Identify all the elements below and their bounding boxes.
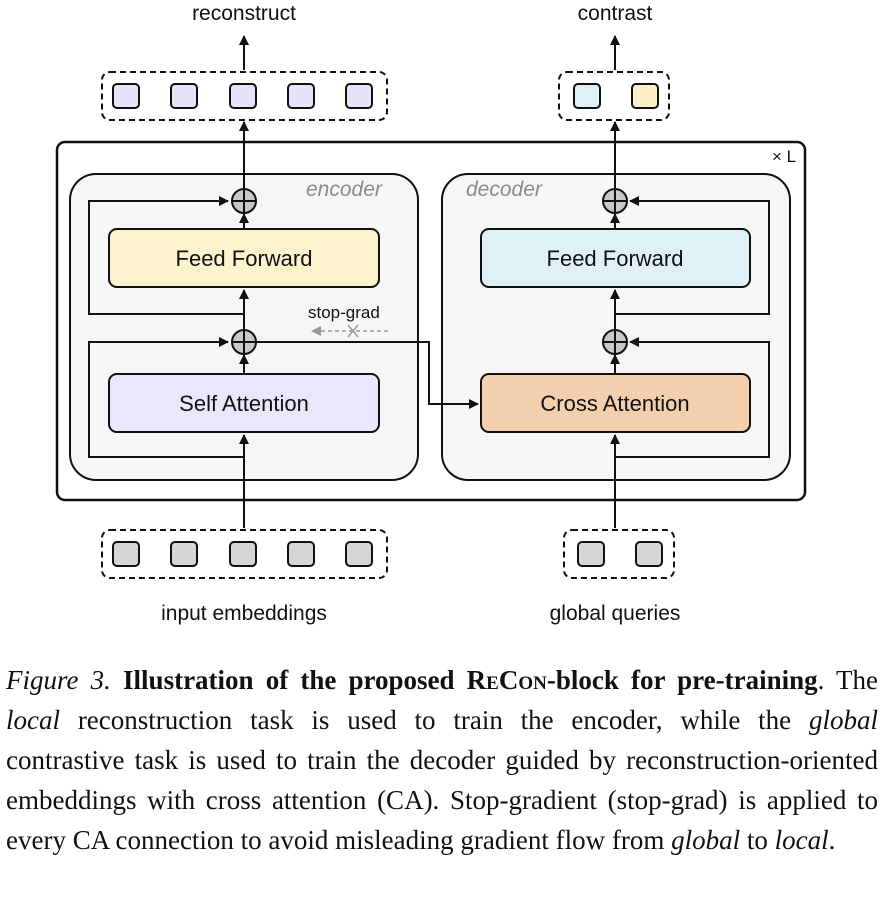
query-token xyxy=(577,541,605,567)
recon-token xyxy=(229,83,257,109)
caption-local-2: local xyxy=(774,825,829,855)
input-token xyxy=(170,541,198,567)
cross-attention-connection xyxy=(256,341,479,409)
decoder-feed-forward xyxy=(480,228,751,288)
input-token xyxy=(287,541,315,567)
decoder-feed-forward-label: Feed Forward xyxy=(547,246,684,271)
self-attention-block xyxy=(108,373,380,433)
query-token xyxy=(635,541,663,567)
caption-title: Illustration of the proposed ReCon-block… xyxy=(123,665,818,695)
input-embeddings-label: input embeddings xyxy=(161,602,327,625)
caption-text-2: reconstruction task is used to train the… xyxy=(60,705,809,735)
caption-text-1: . The xyxy=(817,665,879,695)
encoder-residual-1 xyxy=(88,337,244,458)
decoder-add-node-2 xyxy=(602,329,628,355)
repeat-count-label: × L xyxy=(772,147,796,166)
recon-token xyxy=(170,83,198,109)
caption-global: global xyxy=(808,705,878,735)
reconstruct-label: reconstruct xyxy=(192,2,296,25)
reconstruct-tokens-group xyxy=(101,71,388,121)
self-attention-label: Self Attention xyxy=(179,391,309,416)
caption-local: local xyxy=(6,705,60,735)
global-queries-group xyxy=(563,529,675,579)
input-embeddings-group xyxy=(101,529,388,579)
cross-attention-block xyxy=(480,373,751,433)
decoder-residual-2 xyxy=(615,196,770,315)
encoder-title: encoder xyxy=(306,178,383,201)
recon-token xyxy=(287,83,315,109)
encoder-add-node-1 xyxy=(231,188,257,214)
stop-grad-label: stop-grad xyxy=(308,303,380,322)
cross-attention-label: Cross Attention xyxy=(540,391,689,416)
caption-text-3: contrastive task is used to train the de… xyxy=(6,745,878,855)
caption-text-5: . xyxy=(828,825,836,855)
contrast-token xyxy=(573,83,601,109)
decoder-add-node-1 xyxy=(602,188,628,214)
caption-text-4: to xyxy=(740,825,775,855)
caption-title-con: Con xyxy=(498,665,547,695)
input-token xyxy=(112,541,140,567)
recon-token xyxy=(345,83,373,109)
reconstruct-tokens xyxy=(112,83,373,109)
encoder-feed-forward-label: Feed Forward xyxy=(176,246,313,271)
figure-label: Figure 3. xyxy=(6,665,111,695)
encoder-residual-2 xyxy=(88,196,244,315)
encoder-add-node-2 xyxy=(231,329,257,355)
decoder-title: decoder xyxy=(466,178,543,201)
recon-token xyxy=(112,83,140,109)
figure-caption: Figure 3. Illustration of the proposed R… xyxy=(6,660,878,860)
input-token xyxy=(345,541,373,567)
contrast-label: contrast xyxy=(578,2,653,25)
caption-title-re: Re xyxy=(466,665,499,695)
caption-title-part-1: Illustration of the proposed xyxy=(123,665,467,695)
decoder-residual-1 xyxy=(615,337,770,458)
contrast-token xyxy=(631,83,659,109)
caption-global-2: global xyxy=(671,825,741,855)
stop-grad-cross xyxy=(347,324,359,338)
recon-block-diagram: reconstruct contrast × L encoder decoder… xyxy=(55,2,807,625)
contrast-tokens-group xyxy=(558,71,670,121)
input-token xyxy=(229,541,257,567)
global-queries-label: global queries xyxy=(550,602,681,625)
caption-title-part-2: -block for pre-training xyxy=(546,665,818,695)
encoder-feed-forward xyxy=(108,228,380,288)
